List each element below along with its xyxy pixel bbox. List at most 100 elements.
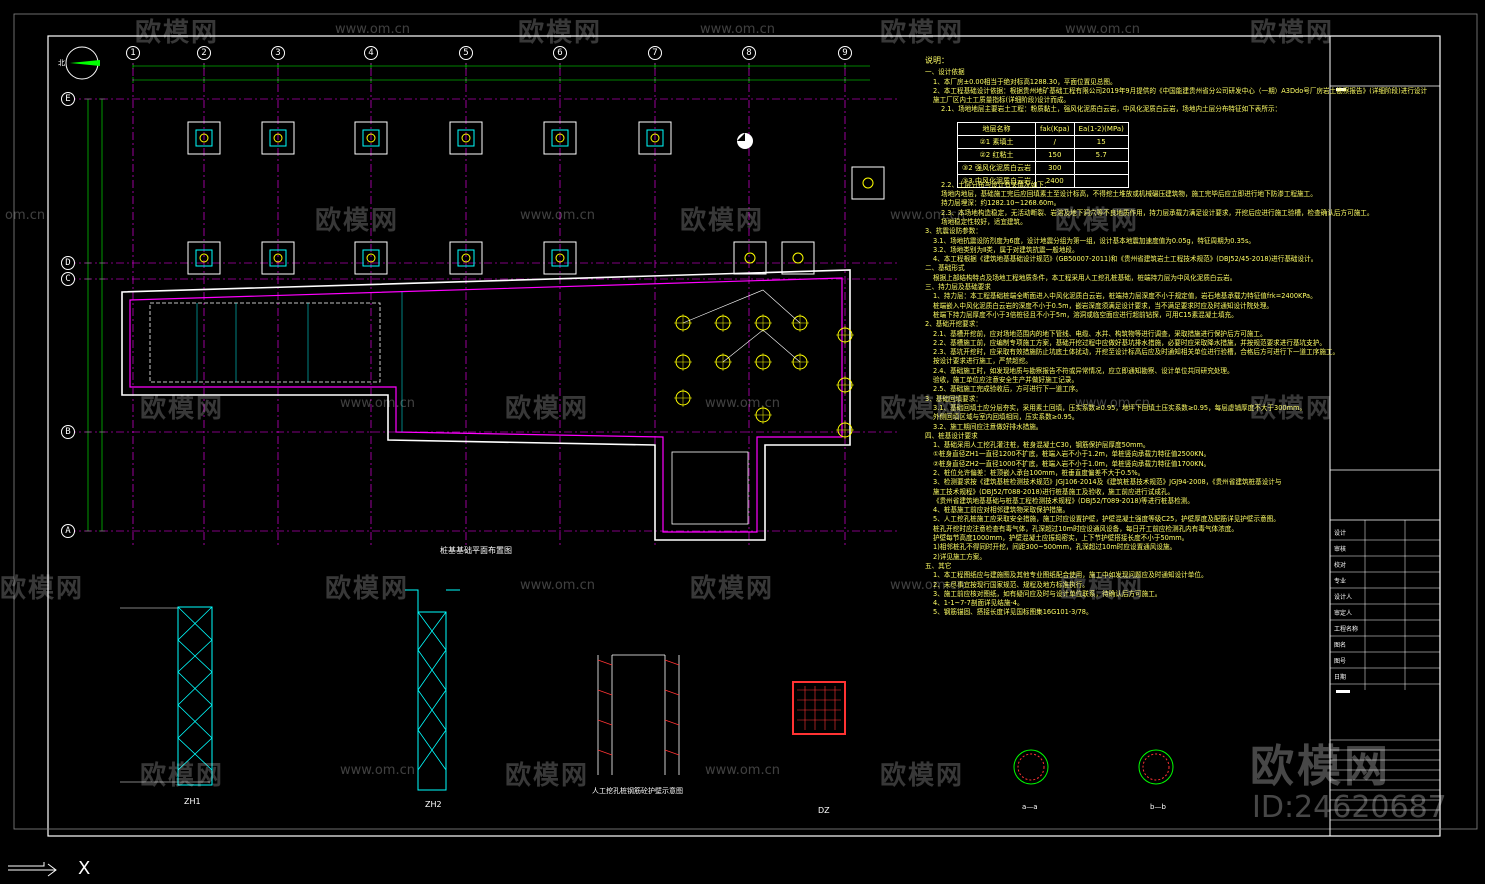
- note-line: 外侧回填区域与室内回填相同，压实系数≥0.95。: [933, 413, 1079, 422]
- axis-bubble-4: 4: [364, 46, 378, 60]
- watermark: 欧模网: [880, 761, 965, 791]
- note-line: 护壁每节高度1000mm，护壁混凝土应振捣密实，上下节护壁搭接长度不小于50mm…: [933, 534, 1189, 543]
- detail-zh1: [120, 606, 213, 786]
- note-line: 2、未尽事宜按现行国家规范、规程及地方标准执行。: [933, 580, 1089, 589]
- note-line: 四、桩基设计要求: [925, 431, 978, 440]
- detail-wall-label: 人工挖孔桩钢筋砼护壁示意图: [592, 787, 683, 795]
- note-line: 2.5、基础施工完成验收后，方可进行下一道工序。: [933, 385, 1082, 394]
- note-line: 1、本工程图纸应与建施图及其他专业图纸配合使用，施工中如发现问题应及时通知设计单…: [933, 571, 1208, 580]
- detail-dz-label: DZ: [818, 806, 830, 815]
- note-line: 3.2、施工期间应注意做好排水措施。: [933, 422, 1043, 431]
- watermark-url: www.om.cn: [890, 578, 965, 593]
- section-a-label: a—a: [1022, 803, 1038, 811]
- watermark: 欧模网: [1250, 394, 1335, 424]
- axis-bubble-E: E: [61, 92, 75, 106]
- title-block-label: 日期: [1334, 674, 1347, 681]
- note-line: 桩端嵌入中风化泥质白云岩的深度不小于0.5m，嵌岩深度须满足设计要求，当不满足要…: [933, 301, 1274, 310]
- title-block-label: 图名: [1334, 642, 1347, 649]
- section-b-b: [1138, 749, 1174, 785]
- pile-cap: [543, 241, 577, 275]
- watermark-url: www.om.cn: [520, 578, 595, 593]
- note-line: 1、本厂房±0.00相当于绝对标高1288.30，平面位置见总图。: [933, 77, 1117, 86]
- note-line: 2.4、基础施工时，如发现地质与勘察报告不符或异常情况，应立即通知勘察、设计单位…: [933, 366, 1234, 375]
- axis-bubble-8: 8: [742, 46, 756, 60]
- note-line: 《贵州省建筑地基基础与桩基工程检测技术规程》(DBJ52/T089-2018)等…: [933, 496, 1194, 505]
- watermark: 欧模网: [140, 761, 225, 791]
- note-line: ②桩身直径ZH2一直径1000不扩底，桩端入岩不小于1.0m，单桩竖向承载力特征…: [933, 459, 1211, 468]
- note-line: ①桩身直径ZH1一直径1200不扩底，桩端入岩不小于1.2m，单桩竖向承载力特征…: [933, 450, 1211, 459]
- note-line: 一、设计依据: [925, 68, 965, 77]
- note-line: 4、1-1~7-7剖面详见结施-4。: [933, 599, 1024, 608]
- note-line: 按设计要求进行施工，严禁超挖。: [933, 357, 1032, 366]
- note-line: 2.2、基槽施工前，应编制专项施工方案，基础开挖过程中应做好基坑排水措施，必要时…: [933, 338, 1326, 347]
- soil-cell: ③3 中风化泥质白云岩: [957, 174, 1036, 188]
- note-line: 施工厂区内土工质量指标(详细阶段)设计而成。: [933, 96, 1071, 105]
- watermark-url: www.om.cn: [700, 22, 775, 37]
- notes-heading: 说明：: [925, 56, 949, 65]
- note-line: 2.2、土层分布与设计有关情况如下：: [941, 180, 1051, 189]
- axis-bubble-C: C: [61, 272, 75, 286]
- pile-cap: [851, 166, 885, 200]
- pile-cap: [261, 121, 295, 155]
- detail-zh2: [405, 589, 460, 791]
- axis-bubble-B: B: [61, 425, 75, 439]
- axis-bubble-5: 5: [459, 46, 473, 60]
- note-line: 2、本工程基础设计依据：根据贵州地矿基础工程有限公司2019年9月提供的《中国能…: [933, 86, 1428, 95]
- watermark-url: www.om.cn: [705, 763, 780, 778]
- detail-zh2-label: ZH2: [425, 800, 442, 809]
- axis-bubble-D: D: [61, 256, 75, 270]
- note-line: 3、抗震设防参数：: [925, 227, 982, 236]
- axis-bubble-A: A: [61, 524, 75, 538]
- axis-bubble-7: 7: [648, 46, 662, 60]
- note-line: 场地内地层，基础施工完后应回填素土至设计标高，不得挖土堆放或机械碾压建筑物，施工…: [941, 190, 1317, 199]
- watermark-id: ID:24620687: [1252, 790, 1447, 825]
- sheet-border: [13, 13, 1478, 830]
- note-line: 2.1、基槽开挖前，应对场地范围内的地下管线、电缆、水井、构筑物等进行调查，采取…: [933, 329, 1267, 338]
- pile-cap: [449, 121, 483, 155]
- title-block-label: 设计人: [1334, 594, 1353, 601]
- note-line: 五、其它: [925, 561, 952, 570]
- note-line: 2)详见施工方案。: [933, 552, 986, 561]
- note-line: 1、基础采用人工挖孔灌注桩，桩身混凝土C30，钢筋保护层厚度50mm。: [933, 441, 1150, 450]
- note-line: 场地稳定性较好，适宜建筑。: [941, 217, 1027, 226]
- watermark: 欧模网: [680, 206, 765, 236]
- note-line: 2.3、基坑开挖时，应采取有效措施防止坑底土体扰动，开挖至设计标高后应及时通知相…: [933, 348, 1340, 357]
- pile-cap: [781, 241, 815, 275]
- watermark-url: www.om.cn: [520, 208, 595, 223]
- watermark-url: www.om.cn: [335, 22, 410, 37]
- watermark-url: www.om.cn: [705, 396, 780, 411]
- title-block-label: 审定人: [1334, 610, 1353, 617]
- note-line: 3、检测要求按《建筑基桩检测技术规范》JGJ106-2014及《建筑桩基技术规范…: [933, 478, 1282, 487]
- axis-bubble-6: 6: [553, 46, 567, 60]
- note-line: 持力层埋深：约1282.10~1268.60m。: [941, 199, 1061, 208]
- note-line: 2.1、场地地层主要岩土工程：粉质黏土，强风化泥质白云岩，中风化泥质白云岩，场地…: [941, 105, 1282, 114]
- title-block-label: 设计: [1334, 530, 1347, 537]
- watermark: 欧模网: [135, 18, 220, 48]
- pile-cap: [187, 241, 221, 275]
- pile-cap: [733, 241, 767, 275]
- section-a-a: [1013, 749, 1049, 785]
- title-block-label: 专业: [1334, 578, 1347, 585]
- note-line: 3.1、场地抗震设防烈度为6度，设计地震分组为第一组，设计基本地震加速度值为0.…: [933, 236, 1256, 245]
- axis-bubble-3: 3: [271, 46, 285, 60]
- watermark: 欧模网: [325, 574, 410, 604]
- note-line: 三、持力层及基础要求: [925, 283, 991, 292]
- note-line: 2、基础开挖要求：: [925, 320, 982, 329]
- soil-cell: [1073, 174, 1129, 188]
- note-line: 5、钢筋锚固、搭接长度详见国标图集16G101-3/78。: [933, 608, 1093, 617]
- axis-bubble-2: 2: [197, 46, 211, 60]
- title-block-label: 图号: [1334, 658, 1347, 665]
- watermark-url: www.om.cn: [340, 396, 415, 411]
- detail-zh1-label: ZH1: [184, 797, 201, 806]
- note-line: 二、基础形式: [925, 264, 965, 273]
- detail-wall-protection: [597, 654, 680, 775]
- note-line: 3、施工前应核对图纸，如有疑问应及时与设计单位联系，待确认后方可施工。: [933, 589, 1162, 598]
- pile-cap: [543, 121, 577, 155]
- ucs-icon: [8, 862, 57, 877]
- watermark: 欧模网: [505, 394, 590, 424]
- north-label: 北: [58, 59, 65, 67]
- watermark-url: www.om.cn: [340, 763, 415, 778]
- section-marker-icon: [737, 133, 753, 149]
